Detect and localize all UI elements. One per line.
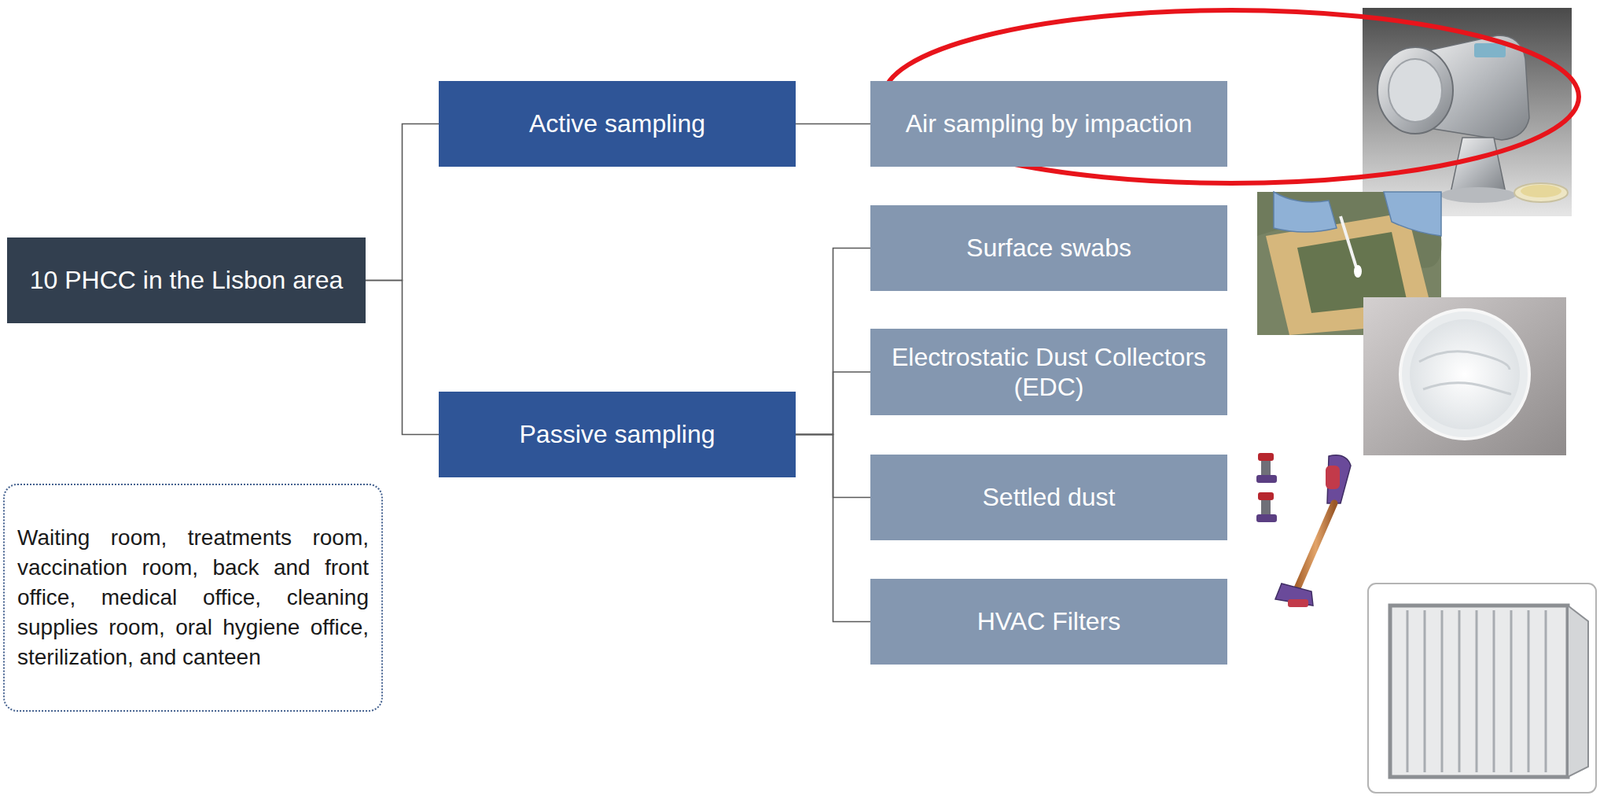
technique-box: Surface swabs [870, 205, 1228, 291]
node-text: Passive sampling [519, 419, 716, 449]
technique-box: Electrostatic Dust Collectors (EDC) [870, 328, 1228, 416]
root-box: 10 PHCC in the Lisbon area [7, 237, 366, 324]
note-box: Waiting room, treatments room, vaccinati… [3, 483, 383, 712]
technique-box: Settled dust [870, 454, 1228, 541]
node-text: Air sampling by impaction [905, 108, 1193, 139]
air-sampler-photo [1362, 7, 1572, 217]
connector-line [795, 248, 871, 435]
connector-line [795, 371, 871, 435]
method-box: Passive sampling [438, 391, 796, 478]
vacuum-photo [1256, 452, 1351, 607]
node-text: Surface swabs [966, 232, 1132, 263]
technique-box: HVAC Filters [870, 578, 1228, 665]
node-text: 10 PHCC in the Lisbon area [29, 264, 343, 295]
method-box: Active sampling [438, 80, 796, 167]
technique-box: Air sampling by impaction [870, 80, 1228, 167]
edc-photo [1363, 297, 1567, 456]
node-text: Active sampling [529, 108, 706, 139]
node-text: Settled dust [982, 481, 1116, 512]
connector-line [365, 280, 439, 435]
node-text: HVAC Filters [977, 606, 1122, 637]
hvac-filter-photo [1368, 583, 1597, 793]
connector-line [795, 434, 871, 622]
node-text: Waiting room, treatments room, vaccinati… [17, 522, 369, 673]
node-text: Electrostatic Dust Collectors (EDC) [884, 342, 1214, 403]
connector-line [365, 124, 439, 281]
connector-line [795, 123, 871, 126]
